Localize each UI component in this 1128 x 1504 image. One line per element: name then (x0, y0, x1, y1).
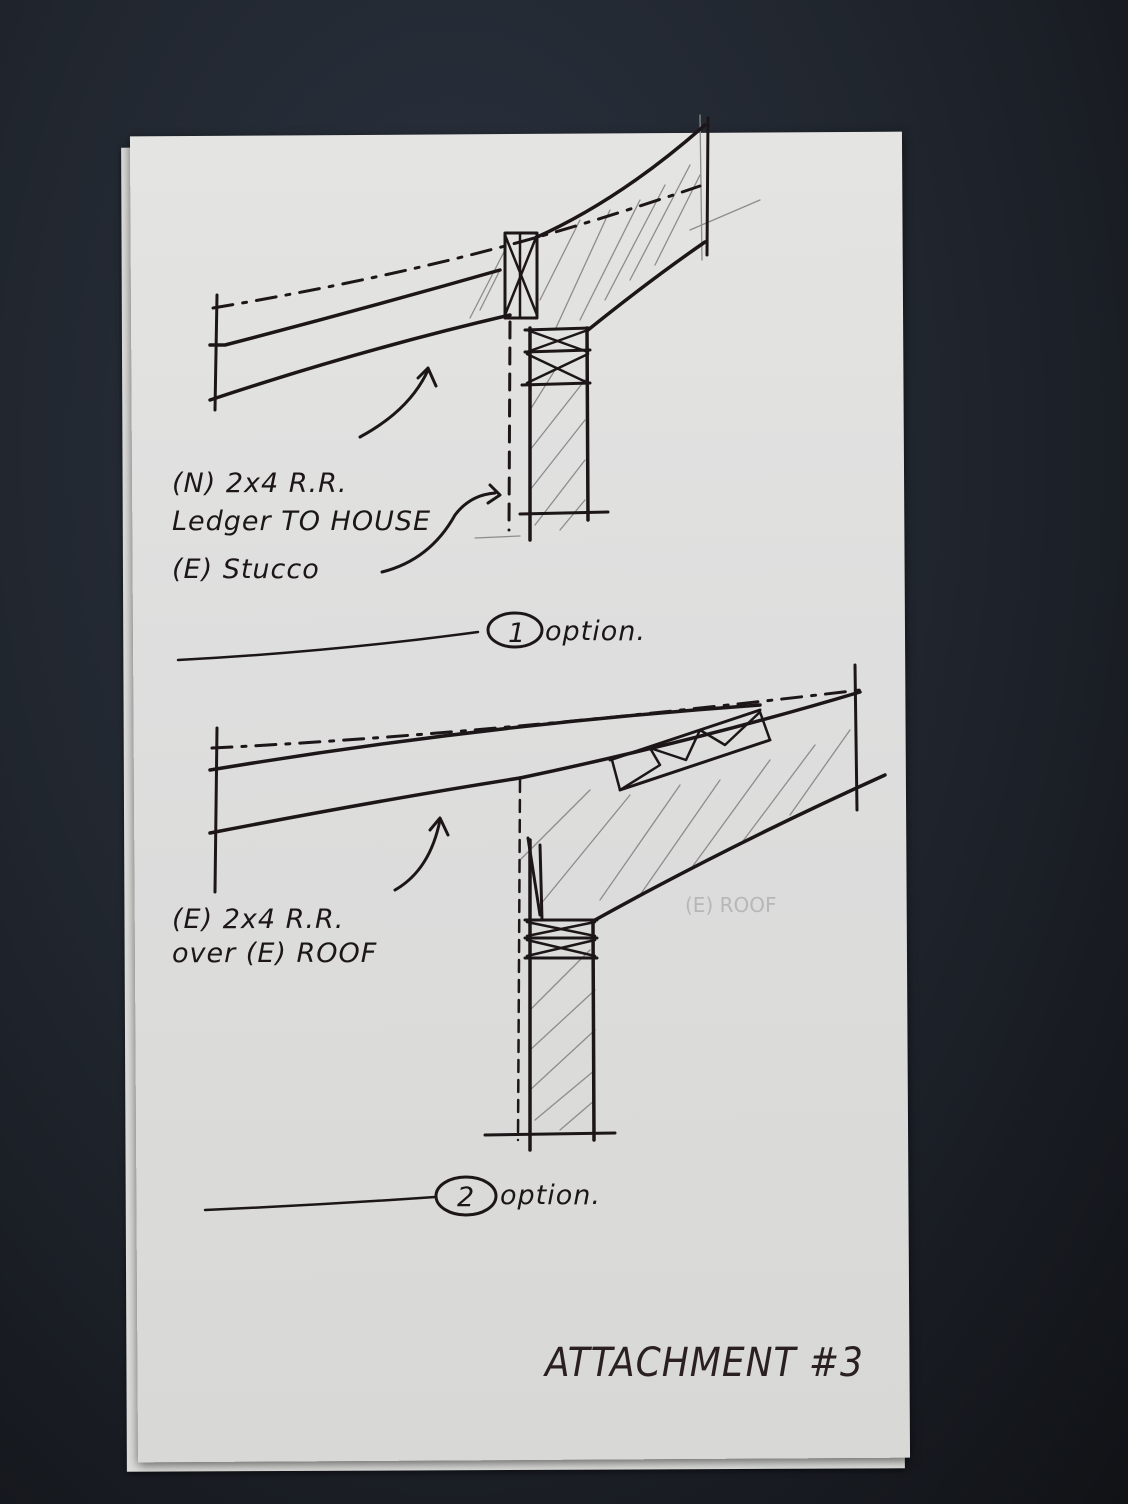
option-1-rule (176, 630, 480, 662)
sleeper-blocking (608, 708, 772, 792)
arrowhead-icon (416, 366, 438, 388)
option-2-label: option. (500, 1180, 601, 1211)
arrow-to-stucco (380, 491, 497, 574)
arrowhead-icon (486, 483, 502, 505)
wall-base (518, 510, 610, 516)
option-1-callout-1-line-2: Ledger TO HOUSE (172, 506, 431, 537)
arrowhead-icon (428, 816, 450, 837)
rafter-end (213, 726, 219, 894)
arrow-to-rafter (358, 368, 430, 439)
existing-roof-bottom (593, 773, 887, 922)
roof-end (853, 663, 859, 812)
existing-roof-top (518, 690, 862, 780)
ledger-block (503, 231, 539, 320)
post-diagonal (526, 836, 542, 917)
option-2-section-drawing (203, 663, 887, 1217)
roofing-dashed-line (210, 688, 862, 750)
arrow-to-rafter (393, 818, 442, 892)
attachment-title: ATTACHMENT #3 (543, 1340, 864, 1386)
wall-right (585, 326, 590, 522)
dashed-line (516, 778, 522, 1142)
roof-hatching (519, 729, 851, 1131)
top-plate-blocks (523, 918, 599, 960)
option-1-label: option. (545, 616, 646, 647)
rafter-bottom (208, 313, 512, 402)
wall-base (483, 1131, 617, 1137)
rafter-top (208, 268, 502, 347)
roofing-dashed-line (211, 184, 702, 310)
faint-existing-roof-label: (E) ROOF (685, 893, 776, 917)
house-roof-end (705, 116, 710, 257)
option-2-callout-1-line-2: over (E) ROOF (172, 938, 377, 969)
top-plate-blocks (520, 326, 592, 387)
option-1-callout-1-line-1: (N) 2x4 R.R. (172, 468, 347, 499)
house-roof-bottom (586, 240, 707, 332)
roof-hatching (469, 114, 761, 539)
option-2-rule (203, 1195, 437, 1212)
option-1-circle (486, 611, 544, 649)
option-1-callout-2: (E) Stucco (172, 554, 320, 585)
rafter-bottom (208, 776, 522, 835)
stucco-dashed-line (507, 320, 512, 532)
house-roof-top (533, 123, 707, 240)
option-2-callout-1-line-1: (E) 2x4 R.R. (172, 904, 344, 935)
option-2-number: 2 (457, 1182, 475, 1213)
post (538, 843, 544, 922)
option-1-number: 1 (508, 618, 526, 649)
option-2-circle (434, 1175, 498, 1217)
rafter-end (213, 293, 219, 412)
option-1-section-drawing (176, 114, 761, 662)
